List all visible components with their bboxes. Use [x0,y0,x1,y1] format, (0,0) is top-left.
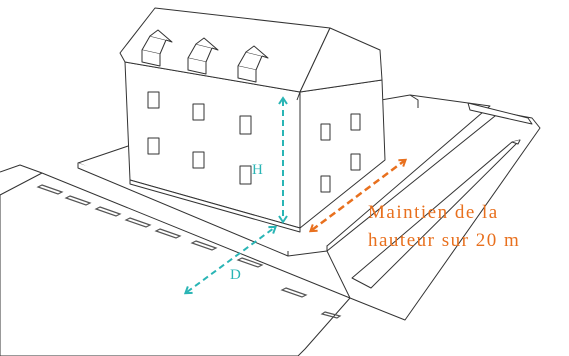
road-front [0,164,351,356]
front-windows [147,91,252,185]
dormer [187,37,219,75]
roof-hip [296,27,383,101]
length-arrow [308,158,408,233]
height-label: H [252,162,263,178]
curb-right [351,139,521,289]
building-base [129,179,301,233]
height-maintenance-note-line2: hauteur sur 20 m [368,230,521,251]
dormer [237,45,269,83]
dormer [141,29,173,67]
curb-top-right [467,102,533,125]
height-maintenance-note-line1: Maintien de la [368,202,499,223]
distance-arrow [183,225,278,295]
distance-label: D [230,267,241,283]
